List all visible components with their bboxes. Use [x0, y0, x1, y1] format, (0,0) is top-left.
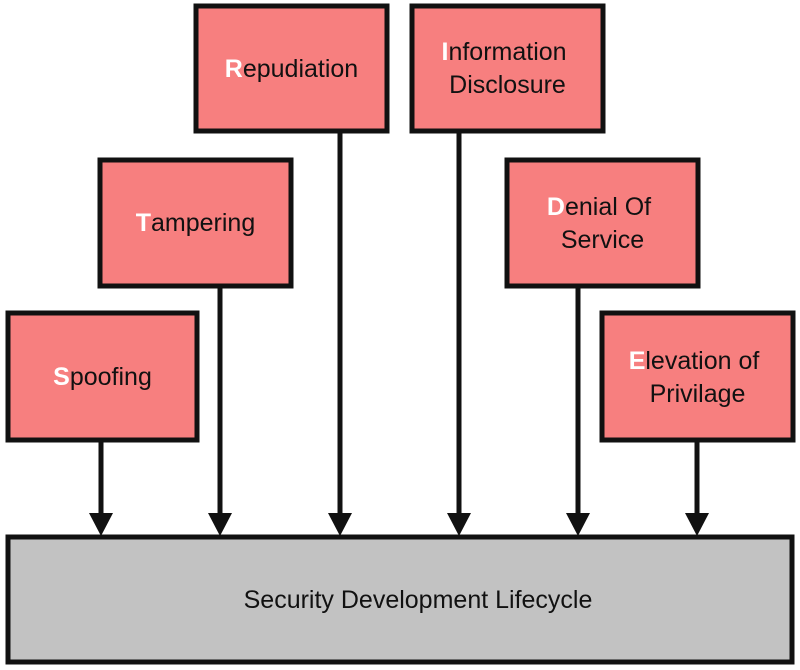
- threat-label-spoofing: Spoofing: [53, 363, 152, 391]
- arrow-denial-of-service: [566, 286, 590, 536]
- arrow-tampering: [208, 286, 232, 536]
- threat-box-tampering: Tampering: [97, 157, 294, 289]
- threat-label-elevation-of-privilege: Elevation of Privilage: [629, 347, 767, 408]
- threat-box-denial-of-service: Denial Of Service: [504, 157, 701, 289]
- threat-box-repudiation: Repudiation: [193, 3, 390, 134]
- security-development-lifecycle-label: Security Development Lifecycle: [244, 586, 593, 614]
- threat-label-information-disclosure: Information Disclosure: [441, 38, 573, 99]
- threat-box-elevation-of-privilege: Elevation of Privilage: [599, 310, 796, 443]
- threat-label-denial-of-service: Denial Of Service: [547, 193, 658, 254]
- arrow-information-disclosure: [447, 131, 471, 536]
- security-development-lifecycle-box: Security Development Lifecycle: [5, 534, 795, 665]
- threat-box-information-disclosure: Information Disclosure: [409, 3, 606, 134]
- arrow-spoofing: [89, 440, 113, 536]
- threat-box-spoofing: Spoofing: [5, 310, 200, 443]
- arrow-repudiation: [328, 131, 352, 536]
- threat-label-repudiation: Repudiation: [225, 55, 358, 83]
- arrow-elevation-of-privilege: [685, 440, 709, 536]
- threat-label-tampering: Tampering: [136, 209, 256, 237]
